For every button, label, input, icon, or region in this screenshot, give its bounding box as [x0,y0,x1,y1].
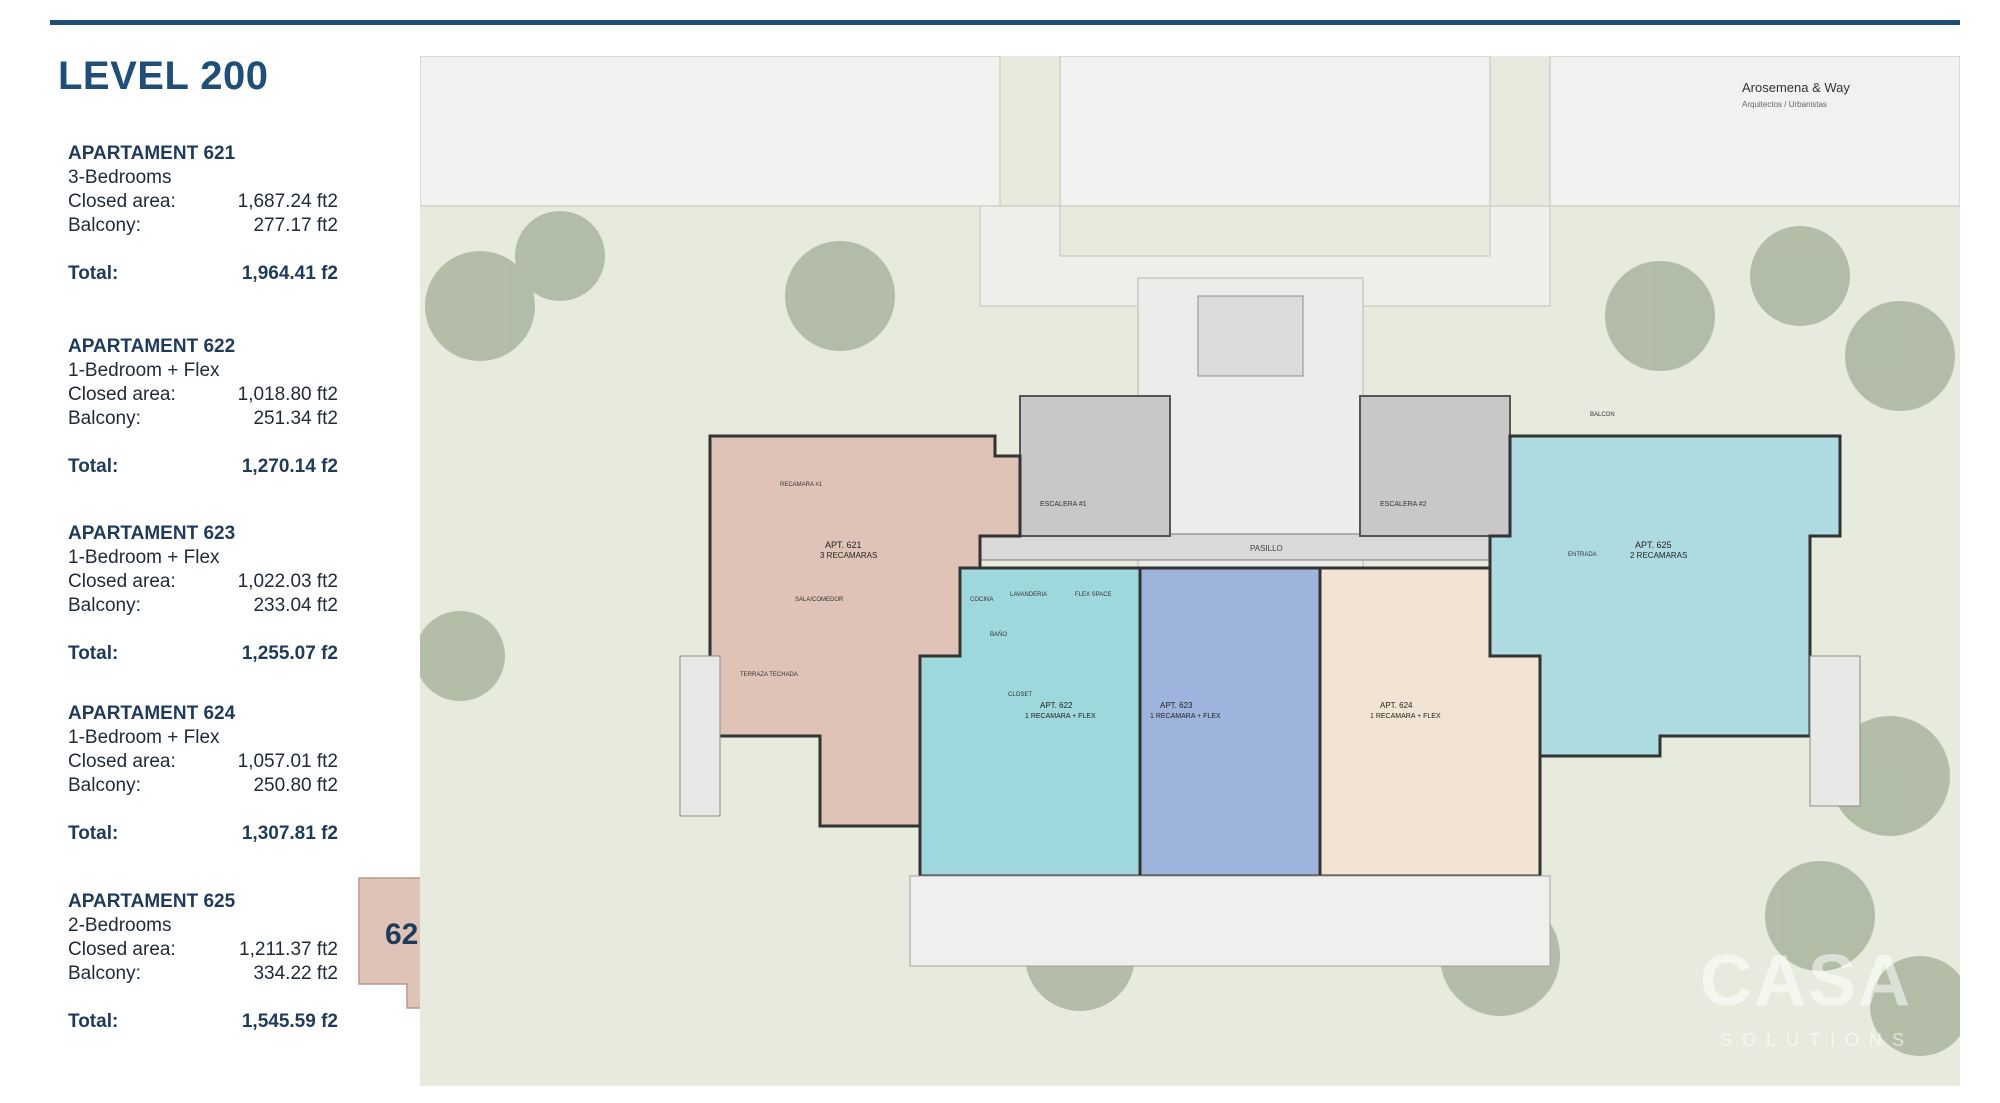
closed-area: 1,057.01 ft2 [237,751,338,772]
balcony-area: 334.22 ft2 [253,963,338,984]
right-balcony [1809,655,1861,807]
watermark-subtitle: SOLUTIONS [1720,1030,1915,1050]
apartment-name: APARTAMENT 623 [68,523,236,544]
apartment-name: APARTAMENT 625 [68,891,236,912]
closed-label: Closed area: [68,939,176,960]
total-area: 1,545.59 f2 [241,1011,338,1032]
unit-625 [1488,434,1842,758]
balcony-label: Balcony: [68,963,141,984]
closed-label: Closed area: [68,384,176,405]
unit-625-sublabel: 2 RECAMARAS [1630,551,1687,560]
unit-622-label: APT. 622 [1040,701,1073,710]
apartment-name: APARTAMENT 621 [68,143,236,164]
room-label-recamara: RECAMARA #1 [780,482,823,488]
total-label: Total: [68,823,119,844]
room-label-lavanderia: LAVANDERIA [1010,592,1047,598]
entrance-canopy [1197,295,1304,377]
apartment-type: 1-Bedroom + Flex [68,360,220,381]
closed-label: Closed area: [68,191,176,212]
balcony-area: 233.04 ft2 [253,595,338,616]
apartment-type: 1-Bedroom + Flex [68,547,220,568]
unit-624-sublabel: 1 RECAMARA + FLEX [1370,713,1441,720]
total-label: Total: [68,456,119,477]
room-label-bano: BAÑO [990,631,1007,638]
corridor [919,533,1501,561]
room-label-entrada: ENTRADA [1568,552,1597,558]
closed-area: 1,022.03 ft2 [237,571,338,592]
closed-area: 1,211.37 ft2 [239,939,338,960]
apartment-623-spec: APARTAMENT 623 1-Bedroom + Flex Closed a… [68,522,338,666]
total-area: 1,964.41 f2 [241,263,338,284]
apartment-type: 2-Bedrooms [68,915,172,936]
unit-624-label: APT. 624 [1380,701,1413,710]
total-area: 1,307.81 f2 [241,823,338,844]
architect-subtitle: Arquitectos / Urbanistas [1742,100,1827,109]
architect-logo: Arosemena & Way Arquitectos / Urbanistas [1742,80,1850,110]
closed-label: Closed area: [68,571,176,592]
unit-621-sublabel: 3 RECAMARAS [820,551,877,560]
parking-lot-left [420,56,1001,207]
apartment-type: 3-Bedrooms [68,167,172,188]
balcony-label: Balcony: [68,595,141,616]
balcony-label: Balcony: [68,775,141,796]
room-label-closet: CLOSET [1008,692,1032,698]
apartment-name: APARTAMENT 624 [68,703,236,724]
unit-623 [1138,566,1322,878]
total-area: 1,255.07 f2 [241,643,338,664]
unit-623-sublabel: 1 RECAMARA + FLEX [1150,713,1221,720]
stair-label-1: ESCALERA #1 [1040,501,1087,508]
apartment-621-spec: APARTAMENT 621 3-Bedrooms Closed area: 1,… [68,142,338,286]
lower-terrace [909,875,1551,967]
total-area: 1,270.14 f2 [241,456,338,477]
stair-label-2: ESCALERA #2 [1380,501,1427,508]
apartment-625-spec: APARTAMENT 625 2-Bedrooms Closed area: 1,… [68,890,338,1034]
balcony-area: 250.80 ft2 [253,775,338,796]
apartment-type: 1-Bedroom + Flex [68,727,220,748]
closed-label: Closed area: [68,751,176,772]
room-label-cocina: COCINA [970,597,993,603]
unit-621-label: APT. 621 [825,540,862,550]
unit-622-sublabel: 1 RECAMARA + FLEX [1025,713,1096,720]
closed-area: 1,018.80 ft2 [237,384,338,405]
total-label: Total: [68,1011,119,1032]
closed-area: 1,687.24 ft2 [237,191,338,212]
total-label: Total: [68,263,119,284]
watermark: CASA [1700,941,1913,1021]
room-label-sala: SALA/COMEDOR [795,597,844,603]
balcony-label: Balcony: [68,215,141,236]
room-label-terraza: TERRAZA TECHADA [740,672,798,678]
parking-lot-right [1549,56,1960,207]
room-label-balcon: BALCON [1590,412,1615,418]
architect-name: Arosemena & Way [1742,80,1850,95]
balcony-area: 277.17 ft2 [253,215,338,236]
page-title: LEVEL 200 [58,54,269,98]
left-balcony [679,655,721,817]
apartment-622-spec: APARTAMENT 622 1-Bedroom + Flex Closed a… [68,335,338,479]
balcony-label: Balcony: [68,408,141,429]
apartment-624-spec: APARTAMENT 624 1-Bedroom + Flex Closed a… [68,702,338,846]
total-label: Total: [68,643,119,664]
stair-core-1 [1019,395,1171,537]
parking-lot-center [1059,56,1491,207]
unit-625-label: APT. 625 [1635,540,1672,550]
room-label-flex: FLEX SPACE [1075,592,1112,598]
floor-plan: PASILLO ESCALERA #1 ESCALERA #2 APT. 621… [420,56,1960,1086]
balcony-area: 251.34 ft2 [253,408,338,429]
top-rule [50,20,1960,25]
unit-623-label: APT. 623 [1160,701,1193,710]
corridor-label: PASILLO [1250,544,1283,553]
stair-core-2 [1359,395,1511,537]
apartment-name: APARTAMENT 622 [68,336,236,357]
